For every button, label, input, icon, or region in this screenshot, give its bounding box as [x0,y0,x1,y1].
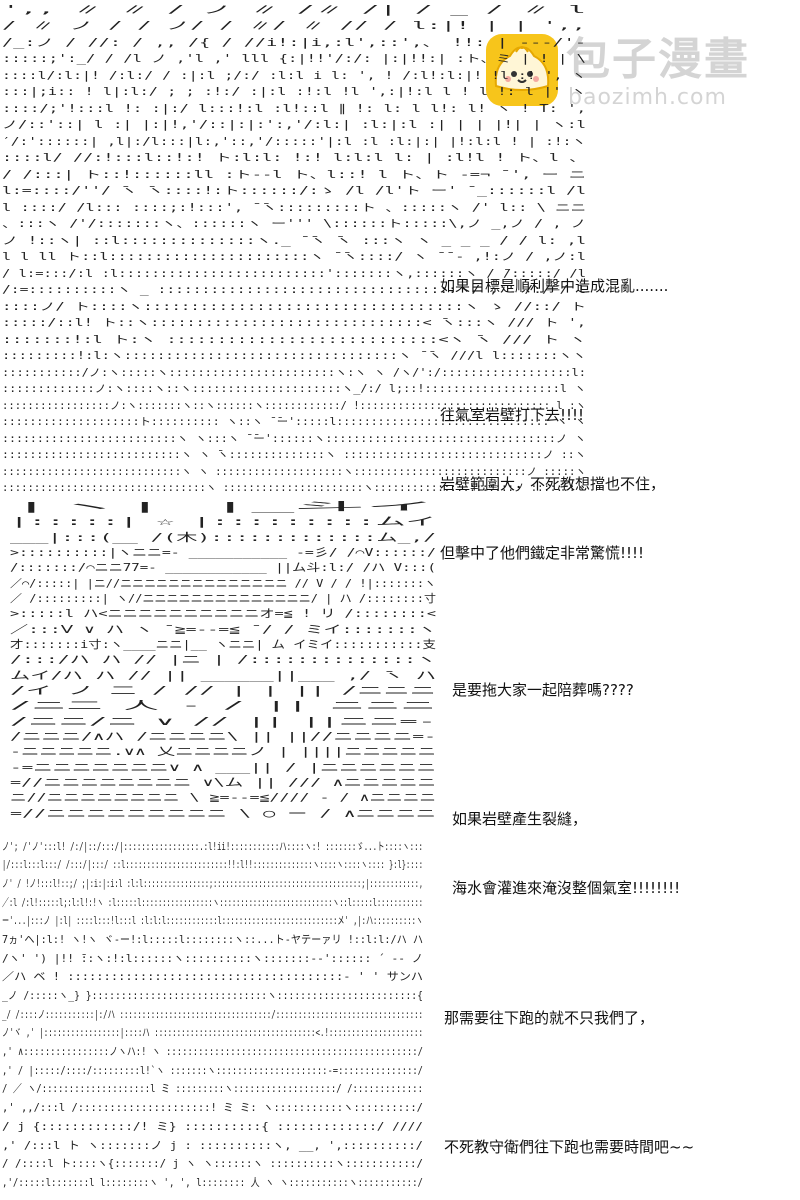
ascii-art-line: ,' ,,/:::l /:::::::::::::::::::::! ミ ミ: … [2,1101,423,1114]
ascii-art-line: ,' ∧::::::::::::::::ノヽハ:! ヽ ::::::::::::… [2,1045,423,1058]
ascii-art-line: ,' /:::l ト ヽ:::::::ノ j : ::::::::::ヽ, __… [2,1139,423,1152]
ascii-art-line: ニ//ニニニニニニニニ \ ≧=--=≦//// - / ∧ニニニニ [10,791,436,804]
ascii-art-line: ′/:'::::::| ,l|:/l:::|l:,'::,'/:::::'|:l… [2,136,586,148]
dialogue-line: 如果目標是順利擊中造成混亂....... [440,277,669,295]
ascii-art-line: 、:::ヽ /'/:::::::ヽ、::::::ヽ ー''' \::::::ト:… [2,218,586,230]
dialogue-line: 但擊中了他們鐵定非常驚慌!!!! [440,544,645,562]
ascii-art-line: / ／ ヽ/::::::::::::::::::::l ミ :::::::::ヽ… [2,1082,423,1095]
watermark: 包子漫畫 baozimh.com [486,34,772,112]
ascii-art-line: l ::::/ /l::: ::::;:!:::', ̄ ̄ヽ:::::::::… [2,202,586,214]
ascii-art-line: /ニ二 人 - / || ニニニ [10,699,436,712]
ascii-art-line: :::::::::::::::::::::::::ヽ ヽ:::ヽ ̄ ̄ー'::… [2,433,586,445]
ascii-art-line: |ヽ| |_斗イ [10,500,436,513]
ascii-art-line: :::::/::l! ト::ヽ:::::::::::::::::::::::::… [2,317,586,329]
ascii-art-line: :::::::::::::ノ:ヽ::::ヽ::ヽ::::::::::::::::… [2,383,586,395]
dialogue-3: 那需要往下跑的就不只我們了， 不死教守衛們往下跑也需要時間吧~~ [444,961,694,1182]
dialogue-1: 如果目標是順利擊中造成混亂....... 往氣室岩壁打下去!!!! 岩壁範圍大，… [440,229,668,588]
ascii-art-line: ノ/::'::| l :| |:|!,'/::|:|:':,'/:l:| :l:… [2,119,586,131]
ascii-art-line: / j {::::::::::::/! ミ} ::::::::::{ :::::… [2,1120,423,1133]
ascii-art-line: l:=::::/''/ ̄ヽ ̄ヽ::::!:ト::::::/:ゝ /l /l'… [2,185,586,197]
ascii-art-line: ::::ノ/ ト::::ヽ:::::::::::::::::::::::::::… [2,301,586,313]
watermark-title: 包子漫畫 [566,34,750,85]
ascii-art-line: /_:ノ / //: / ,, /{ / //i!:|i,:l',::',、 !… [2,37,586,49]
ascii-art-crowd-scene: ',, ∥ ∥ / ノ ∥ /∥ /| / _ / ∥ l / ∥ ノ / / ノ… [2,4,586,494]
ascii-art-line: ,' / |:::::/::::/:::::::::l!`ヽ :::::::ヽ:… [2,1064,423,1077]
ascii-art-captain-portrait: |ヽ| |_斗イ |:::::| ☆ |:::::::::ムイ ___|:::(… [10,500,437,820]
ascii-art-line: ::::::::::::::::::::::::::ヽ ヽ ̄ヽ::::::::… [2,449,586,461]
ascii-art-line: / ∥ ノ / / ノ/ / ∥/ ∥ // / l:|! | | ',, [2,20,586,32]
ascii-art-line: ノ'ヾ ,' |:::::::::::::::::|::::ハ ::::::::… [2,1026,423,1039]
ascii-art-line: ___|:::(__ /(木):::::::::::::ム_,/ [10,531,436,544]
ascii-panel-3: ノ'; /'ノ':::l! /:/|::/:::/|::::::::::::::… [0,835,440,1190]
dialogue-line: 不死教守衛們往下跑也需要時間吧~~ [444,1138,695,1156]
dialogue-line: 如果岩壁產生裂縫， [452,810,588,828]
ascii-art-line: :::::;':_/ / /l ノ ,'l ,' lll {:|!!'/:/: … [2,53,586,65]
ascii-art-line: / /:::| ト::!::::::ll :ト--l ト、l::! l ト、ト … [2,169,586,181]
ascii-art-line: =//ニニニニニニニニ ∨\ム || /// ∧ニニニニニ [10,776,436,789]
dialogue-line: 海水會灌進來淹沒整個氣室!!!!!!!! [452,879,681,897]
ascii-art-line: ::::l/:l:|! /:l:/ / :|:l ;/:/ :l:l i l: … [2,70,586,82]
ascii-art-line: ／ /:::::::::| ヽ//ニニニニニニニニニニニニニニ/ | ハ /::… [10,591,436,605]
ascii-art-line: ::::::::::::::::::::ト:::::::::: ヽ::ヽ ̄ ̄… [2,416,586,428]
watermark-url: baozimh.com [568,85,727,110]
ascii-art-line: ::::/;'!:::l !: :|:/ l:::!:l :l!::l ∥ !:… [2,103,586,115]
ascii-panel-1: ',, ∥ ∥ / ノ ∥ /∥ /| / _ / ∥ l / ∥ ノ / / ノ… [0,0,590,495]
ascii-art-line: :::::::!:l ト:ヽ :::::::::::::::::::::::::… [2,334,586,346]
ascii-art-line: >:::::l ハ<ニニニニニニニニニニオ=≦ ! リ /::::::::< [10,607,437,620]
ascii-art-line: l l ll ト::l::::::::::::::::::::::ヽ ̄ ̄ヽ:… [2,251,586,263]
ascii-art-line: 7ヵ'ヘ|:l:! ヽ!ヽ ヾ-ー!:l:::::l::::::::ヽ::...… [2,933,423,946]
ascii-art-line: /ヽ' ') |!! ̄::ヽ:!:l::::::ヽ::::::::::ヽ:::… [2,952,423,965]
ascii-art-line: -=ニニニニニニニ∨ ∧ ___|| / |ニニニニニニ [10,761,436,774]
ascii-art-line: / l:=:::/:l :l:::::::::::::::::::::::::'… [2,268,586,280]
ascii-art-line: / /::::l ト::::ヽ{:::::::/ j ヽ ヽ::::::ヽ ::… [2,1157,423,1170]
ascii-art-line: ::::l/ //:!:::l::!:! ト:l:l: !:! l:l:l l:… [2,152,586,164]
ascii-art-line: ムイ/ハ ハ // || ______||___ ,/ ̄ヽ ハ [10,669,436,682]
ascii-art-line: -ニニニニニ.∨∧ 乂ニニニニノ | ||||ニニニニニ [10,745,436,758]
dialogue-line: 是要拖大家一起陪葬嗎???? [452,681,634,699]
ascii-art-line: :::|;i:: ! l|:l:/ ; ; :!:/ :|:l :!:l !l … [2,86,586,98]
ascii-panel-2: |ヽ| |_斗イ |:::::| ☆ |:::::::::ムイ ___|:::(… [8,498,448,820]
ascii-art-line: /:=::::::::::ヽ _ :::::::::::::::::::::::… [2,284,586,296]
ascii-art-line: 才:::::::i寸:ヽ____ニニ|__ ヽニニ| ム イミイ::::::::… [10,637,436,651]
ascii-art-line: ー'...|:::ノ |:l| ::::l:::!l:::l :l:l:l:::… [2,914,423,927]
ascii-art-close-up: ノ'; /'ノ':::l! /:/|::/:::/|::::::::::::::… [2,840,423,1189]
ascii-art-line: /:::/ハ ハ // |ニ | /::::::::::::::ヽ [10,653,436,666]
ascii-art-line: =//ニニニニニニニニニ \ ○ ー / ∧ニニニニ [10,807,436,820]
ascii-art-line: /イ ノ 二 / // | | || /ニニニ [10,684,436,697]
ascii-art-line: ／ハ ベ ! :::::::::::::::::::::::::::::::::… [2,970,423,983]
ascii-art-line: /:::::::/⌒ニニ77=- ____________ ||ム斗:l:/ /… [10,561,436,574]
ascii-art-line: :::::::::!:l:ヽ::::::::::::::::::::::::::… [2,350,586,362]
ascii-art-line: ノ' / !ノ!:::l!::;/ ;|:i:|:i:l :l:l:::::::… [2,877,423,890]
ascii-art-line: |/:::l:::l:::/ /:::/|:::/ ::l:::::::::::… [2,858,423,871]
ascii-art-line: ノ'; /'ノ':::l! /:/|::/:::/|::::::::::::::… [2,840,423,853]
ascii-art-line: _ノ /:::::ヽ_} }::::::::::::::::::::::::::… [2,989,423,1002]
ascii-art-line: :::::::::::/ノ:ヽ:::::ヽ:::::::::::::::::::… [2,367,586,379]
ascii-art-line: /ニニ/ニ ∨ // || ||ニニ=- [10,715,436,728]
dialogue-2: 是要拖大家一起陪葬嗎???? 如果岩壁產生裂縫， 海水會灌進來淹沒整個氣室!!!… [452,633,680,923]
ascii-art-line: |:::::| ☆ |:::::::::ムイ [10,515,436,528]
ascii-art-line: /ニニニ/∧ハ /ニニニニ\ || ||//ニニニニ=- [10,730,436,743]
ascii-art-line: ／:l /:l!:::::l;:l:l!:!ヽ :l:::::l::::::::… [2,896,423,909]
ascii-art-line: ',, ∥ ∥ / ノ ∥ /∥ /| / _ / ∥ l [2,4,586,16]
ascii-art-line: ／:::Ⅴ ∨ ハ ヽ ̄ ≧=--=≦ ̄ / / ミイ:::::::ヽ [10,623,436,636]
ascii-art-line: ／⌒/:::::| |ニ//ニニニニニニニニニニニニニニ // V / / !|… [10,577,436,590]
ascii-art-line: ,'/:::::l:::::::l l::::::::ヽ ', ', l::::… [2,1176,423,1189]
ascii-art-line: >::::::::::|ヽニニ=- ___________ -=彡/ /⌒V::… [10,546,436,559]
ascii-art-line: ::::::::::::::::::::::::::::ヽ ヽ ::::::::… [2,466,586,478]
ascii-art-line: ::::::::::::::::::::::::::::::::ヽ ::::::… [2,482,586,494]
bun-mascot-icon [486,34,558,106]
ascii-art-line: ノ !::ヽ| ::l::::::::::::::ヽ._ ̄ ̄ヽ ̄ヽ :::… [2,235,586,247]
ascii-art-line: :::::::::::::::::ノ:ヽ:::::::ヽ::ヽ::::::ヽ::… [2,400,586,412]
ascii-art-line: _/ /::::ノ:::::::::::|:/ハ :::::::::::::::… [2,1008,423,1021]
dialogue-line: 那需要往下跑的就不只我們了， [444,1009,655,1027]
dialogue-line: 岩壁範圍大，不死教想擋也不住， [440,475,666,493]
dialogue-line: 往氣室岩壁打下去!!!! [440,406,585,424]
